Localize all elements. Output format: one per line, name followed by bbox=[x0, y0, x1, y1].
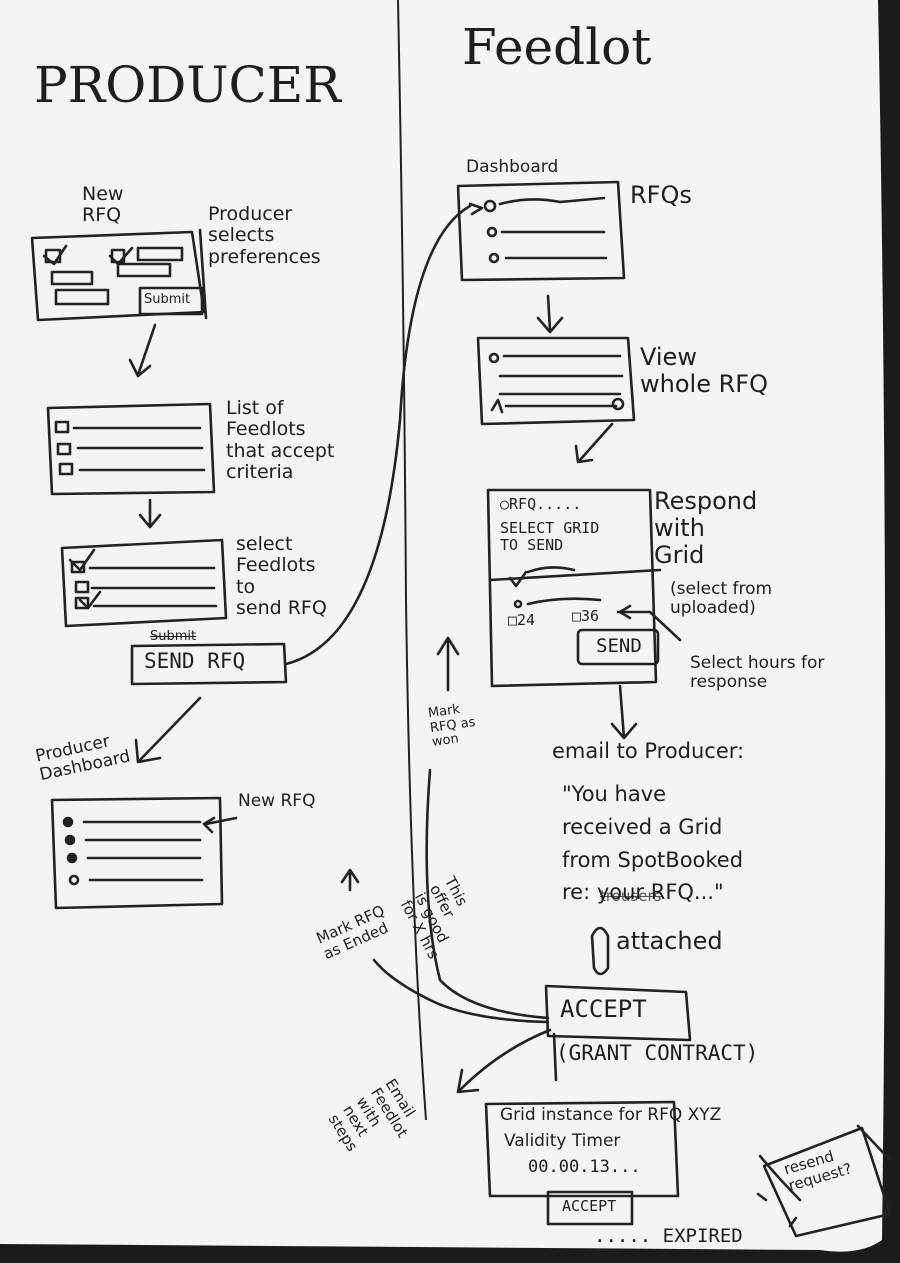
grant-contract-label: (GRANT CONTRACT) bbox=[556, 1041, 759, 1065]
send-grid-button[interactable]: SEND bbox=[596, 635, 642, 657]
validity-timer-label: Validity Timer bbox=[504, 1131, 621, 1151]
respond-with-grid-label: Respond with Grid bbox=[654, 487, 758, 569]
attached-label: attached bbox=[616, 927, 723, 955]
timer-value: 00.00.13... bbox=[528, 1157, 641, 1177]
select-preferences-label: Producer selects preferences bbox=[208, 203, 321, 268]
select-grid-label: SELECT GRID TO SEND bbox=[500, 519, 600, 554]
grid-instance-label: Grid instance for RFQ XYZ bbox=[500, 1105, 722, 1125]
feedlot-dashboard-title: Dashboard bbox=[466, 157, 559, 177]
accept-button[interactable]: ACCEPT bbox=[560, 995, 647, 1023]
new-rfq-label: New RFQ bbox=[82, 183, 124, 227]
send-rfq-button[interactable]: SEND RFQ bbox=[144, 649, 246, 673]
accept-grid-button[interactable]: ACCEPT bbox=[562, 1197, 617, 1215]
view-rfq-label: View whole RFQ bbox=[640, 343, 768, 398]
mark-won-label: Mark RFQ as won bbox=[427, 701, 477, 751]
email-body: "You have received a Grid from SpotBooke… bbox=[562, 782, 744, 905]
select-hours-label: Select hours for response bbox=[690, 653, 825, 693]
select-feedlots-label: select Feedlots to send RFQ bbox=[236, 533, 327, 619]
email-heading: email to Producer: bbox=[552, 739, 745, 763]
email-struck-word: trousers bbox=[600, 887, 662, 905]
new-rfq-note: New RFQ bbox=[238, 791, 316, 811]
hours-24-checkbox[interactable]: □24 bbox=[508, 611, 536, 629]
producer-title: PRODUCER bbox=[34, 56, 341, 114]
respond-form-rfq-line: ○RFQ..... bbox=[500, 495, 582, 513]
rfqs-label: RFQs bbox=[630, 181, 692, 209]
select-from-uploaded-label: (select from uploaded) bbox=[670, 579, 773, 619]
expired-label: ..... EXPIRED bbox=[594, 1225, 743, 1247]
hours-36-checkbox[interactable]: □36 bbox=[572, 607, 600, 625]
submit-struck-label: Submit bbox=[150, 629, 197, 644]
feedlot-title: Feedlot bbox=[462, 18, 652, 76]
submit-button[interactable]: Submit bbox=[144, 292, 191, 307]
feedlot-list-label: List of Feedlots that accept criteria bbox=[226, 397, 335, 483]
